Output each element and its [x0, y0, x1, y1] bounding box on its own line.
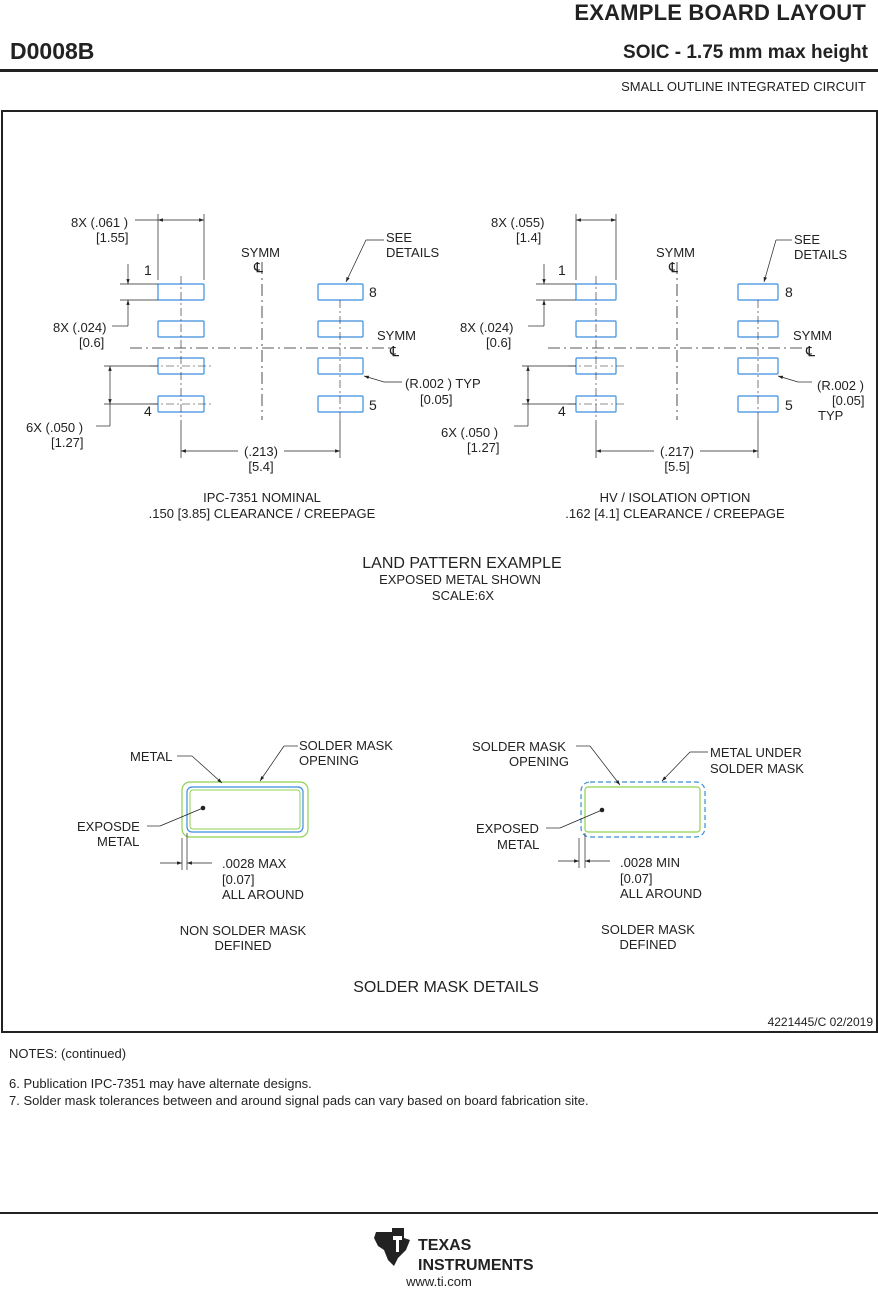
left-pin-5-label: 5	[369, 397, 377, 413]
right-pad-8	[737, 283, 779, 301]
note-7: 7. Solder mask tolerances between and ar…	[9, 1093, 589, 1108]
smd-detail	[546, 745, 708, 868]
nsmd-exposed-2: METAL	[97, 834, 139, 849]
left-radius-mm: [0.05]	[420, 392, 453, 407]
right-symm-right: SYMM	[793, 328, 832, 343]
right-pitch-mm: [1.27]	[467, 440, 500, 455]
land-pattern-title: LAND PATTERN EXAMPLE	[362, 555, 561, 572]
right-radius-typ: TYP	[818, 408, 843, 423]
left-centerline-icon-top: ℄	[253, 259, 263, 275]
left-pin-8-label: 8	[369, 284, 377, 300]
left-land-pattern	[96, 214, 402, 458]
page-title: EXAMPLE BOARD LAYOUT	[574, 0, 866, 25]
left-caption-1: IPC-7351 NOMINAL	[203, 490, 321, 505]
nsmd-clearance-3: ALL AROUND	[222, 887, 304, 902]
nsmd-opening-2: OPENING	[299, 753, 359, 768]
right-land-pattern	[514, 214, 812, 458]
left-see-details-2: DETAILS	[386, 245, 440, 260]
right-symm-top: SYMM	[656, 245, 695, 260]
note-6: 6. Publication IPC-7351 may have alterna…	[9, 1076, 312, 1091]
left-pad-6	[317, 357, 364, 375]
right-pin-4-label: 4	[558, 403, 566, 419]
right-pad-6	[737, 357, 779, 375]
right-radius-dim: (R.002 )	[817, 378, 864, 393]
right-pin-5-label: 5	[785, 397, 793, 413]
smd-metal-under-2: SOLDER MASK	[710, 761, 804, 776]
smd-caption-1: SOLDER MASK	[601, 922, 695, 937]
left-caption-2: .150 [3.85] CLEARANCE / CREEPAGE	[149, 506, 376, 521]
left-radius-dim: (R.002 ) TYP	[405, 376, 481, 391]
footer-url[interactable]: www.ti.com	[406, 1274, 472, 1289]
right-centerline-icon-top: ℄	[668, 259, 678, 275]
left-pad-5	[317, 395, 364, 413]
left-symm-right: SYMM	[377, 328, 416, 343]
right-pitch-dim: 6X (.050 )	[441, 425, 498, 440]
smd-caption-2: DEFINED	[619, 937, 676, 952]
footer-rule	[0, 1212, 878, 1214]
smd-opening-2: OPENING	[509, 754, 569, 769]
smd-clearance-3: ALL AROUND	[620, 886, 702, 901]
notes-heading: NOTES: (continued)	[9, 1046, 127, 1061]
left-span-mm: [5.4]	[248, 459, 273, 474]
smd-opening-1: SOLDER MASK	[472, 739, 566, 754]
left-centerline-icon-right: ℄	[389, 343, 399, 359]
ti-logo-line1: TEXAS	[418, 1237, 472, 1254]
nsmd-clearance-2: [0.07]	[222, 872, 255, 887]
nsmd-caption-1: NON SOLDER MASK	[180, 923, 307, 938]
right-radius-mm: [0.05]	[832, 393, 865, 408]
left-pad-width-dim: 8X (.061 )	[71, 215, 128, 230]
left-pitch-mm: [1.27]	[51, 435, 84, 450]
right-pad-height-dim: 8X (.024)	[460, 320, 513, 335]
left-see-details-1: SEE	[386, 230, 412, 245]
nsmd-detail	[147, 745, 309, 870]
right-pin-1-label: 1	[558, 262, 566, 278]
right-caption-2: .162 [4.1] CLEARANCE / CREEPAGE	[565, 506, 785, 521]
smd-metal-under-1: METAL UNDER	[710, 745, 802, 760]
left-pad-width-mm: [1.55]	[96, 230, 129, 245]
left-pin-1-label: 1	[144, 262, 152, 278]
solder-mask-details-title: SOLDER MASK DETAILS	[353, 979, 539, 996]
left-symm-top: SYMM	[241, 245, 280, 260]
left-pad-8	[317, 283, 364, 301]
smd-exposed-1: EXPOSED	[476, 821, 539, 836]
land-pattern-subtitle: EXPOSED METAL SHOWN	[379, 572, 541, 587]
left-pad-height-mm: [0.6]	[79, 335, 104, 350]
package-subtitle: SMALL OUTLINE INTEGRATED CIRCUIT	[621, 79, 866, 94]
right-centerline-icon-right: ℄	[805, 343, 815, 359]
right-span-mm: [5.5]	[664, 459, 689, 474]
smd-clearance-1: .0028 MIN	[620, 855, 680, 870]
left-pin-4-label: 4	[144, 403, 152, 419]
right-pad-height-mm: [0.6]	[486, 335, 511, 350]
right-pad-width-dim: 8X (.055)	[491, 215, 544, 230]
nsmd-opening-1: SOLDER MASK	[299, 738, 393, 753]
left-pad-7	[317, 320, 364, 338]
left-pitch-dim: 6X (.050 )	[26, 420, 83, 435]
nsmd-metal-label: METAL	[130, 749, 172, 764]
right-see-details-2: DETAILS	[794, 247, 848, 262]
nsmd-caption-2: DEFINED	[214, 938, 271, 953]
smd-exposed-2: METAL	[497, 837, 539, 852]
ti-logo-icon: TEXAS INSTRUMENTS	[374, 1228, 534, 1274]
smd-clearance-2: [0.07]	[620, 871, 653, 886]
nsmd-exposed-1: EXPOSDE	[77, 819, 140, 834]
right-pin-8-label: 8	[785, 284, 793, 300]
right-pad-width-mm: [1.4]	[516, 230, 541, 245]
left-pad-height-dim: 8X (.024)	[53, 320, 106, 335]
nsmd-clearance-1: .0028 MAX	[222, 856, 287, 871]
land-pattern-scale: SCALE:6X	[432, 588, 494, 603]
right-span-dim: (.217)	[660, 444, 694, 459]
left-span-dim: (.213)	[244, 444, 278, 459]
package-id: D0008B	[10, 38, 95, 64]
right-see-details-1: SEE	[794, 232, 820, 247]
package-description: SOIC - 1.75 mm max height	[623, 42, 868, 63]
ti-logo-line2: INSTRUMENTS	[418, 1257, 534, 1274]
drawing-number: 4221445/C 02/2019	[768, 1015, 874, 1029]
header-rule	[0, 69, 878, 72]
right-caption-1: HV / ISOLATION OPTION	[600, 490, 751, 505]
drawing-frame	[1, 110, 878, 1033]
